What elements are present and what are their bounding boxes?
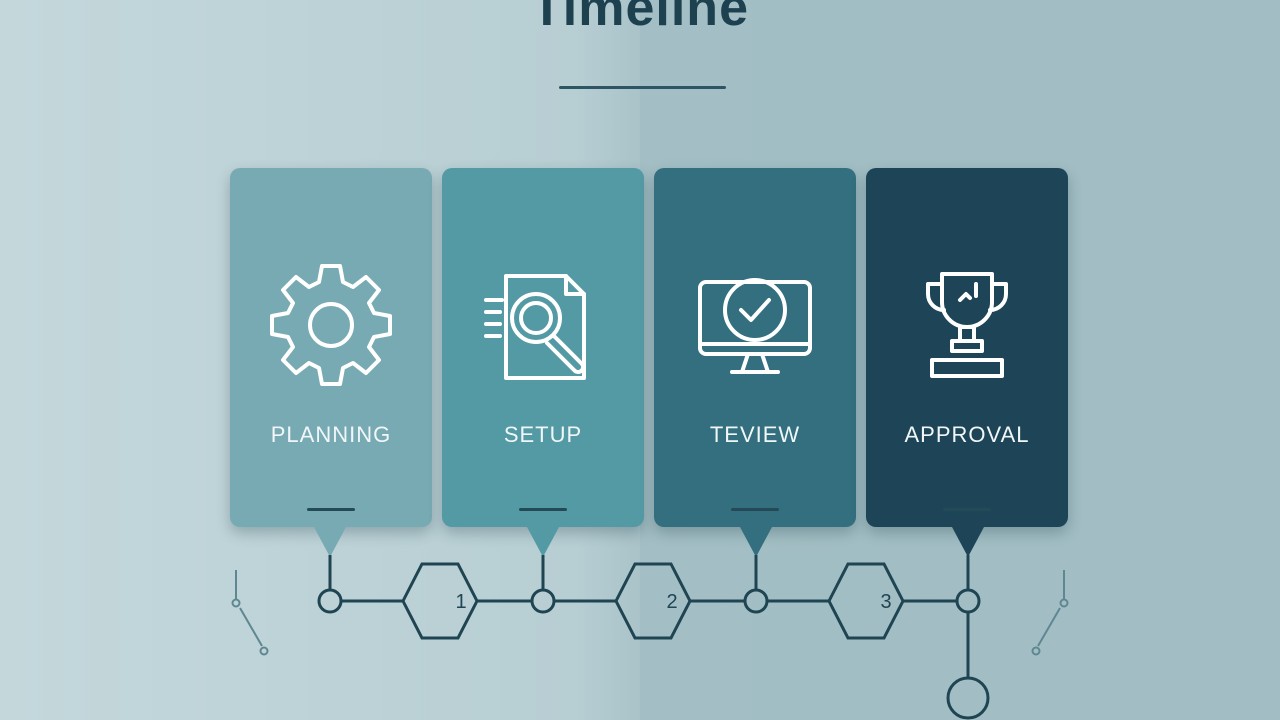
- stage-label-review: TEVIEW: [709, 422, 801, 447]
- document-search-icon: [478, 260, 608, 390]
- step-number-2: 2: [666, 591, 677, 613]
- title-underline: [559, 86, 726, 89]
- card-pointer: [740, 527, 772, 557]
- page-title: Timeline: [530, 0, 749, 37]
- stage-card-approval[interactable]: APPROVAL: [866, 168, 1068, 527]
- timeline-node: [743, 588, 769, 614]
- card-pointer: [527, 527, 559, 557]
- card-dash: [307, 508, 355, 511]
- side-decoration: [1031, 646, 1041, 656]
- card-dash: [519, 508, 567, 511]
- step-hexagon-3: [827, 562, 905, 640]
- card-pointer: [952, 527, 984, 557]
- trophy-icon: [902, 260, 1032, 390]
- stage-label-approval: APPROVAL: [904, 422, 1030, 447]
- gear-icon: [266, 260, 396, 390]
- end-node: [946, 676, 990, 720]
- step-hexagon-1: [401, 562, 479, 640]
- timeline-node: [955, 588, 981, 614]
- stage-card-review[interactable]: TEVIEW: [654, 168, 856, 527]
- step-hexagon-2: [614, 562, 692, 640]
- card-dash: [731, 508, 779, 511]
- step-number-3: 3: [880, 591, 891, 613]
- side-decoration: [231, 598, 241, 608]
- card-pointer: [314, 527, 346, 557]
- stage-label-planning: PLANNING: [270, 422, 392, 447]
- timeline-node: [317, 588, 343, 614]
- side-decoration: [1059, 598, 1069, 608]
- step-number-1: 1: [455, 591, 466, 613]
- stage-card-planning[interactable]: PLANNING: [230, 168, 432, 527]
- side-decoration: [1037, 607, 1061, 647]
- timeline-node: [530, 588, 556, 614]
- card-dash: [943, 508, 991, 511]
- monitor-check-icon: [690, 260, 820, 390]
- stage-card-setup[interactable]: SETUP: [442, 168, 644, 527]
- stage-label-setup: SETUP: [503, 422, 583, 447]
- side-decoration: [259, 646, 269, 656]
- side-decoration: [239, 607, 263, 647]
